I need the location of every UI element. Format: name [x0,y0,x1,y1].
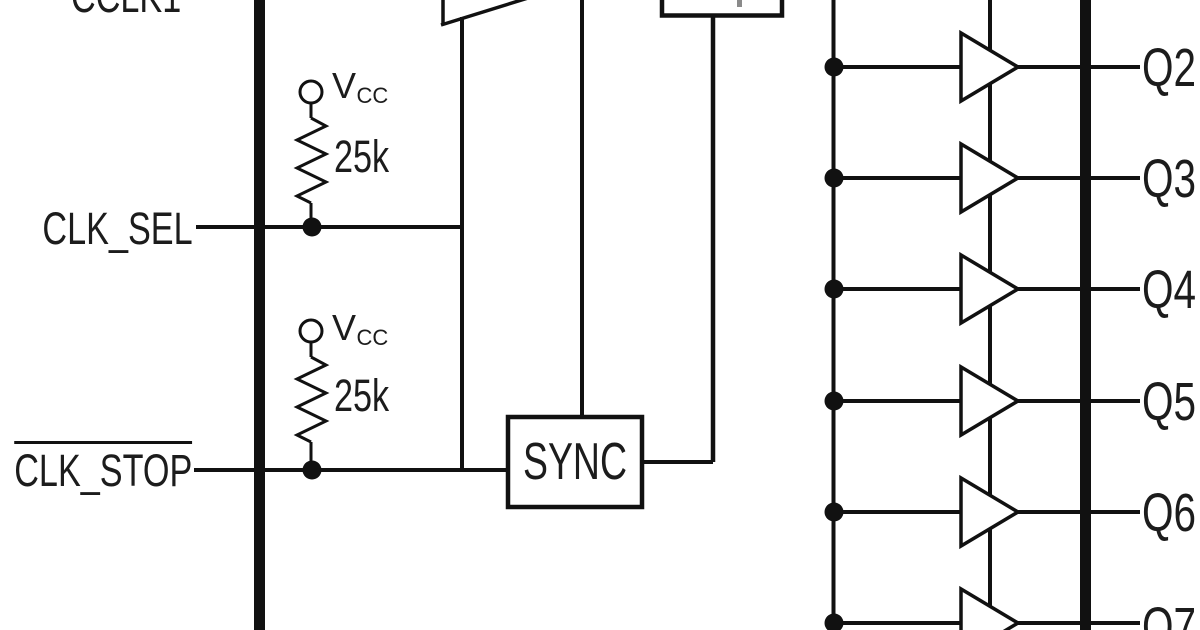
vcc-terminal-icon [298,79,324,105]
vcc-terminal-icon [298,318,324,344]
output-pin-label-q7: Q7 [1142,597,1197,630]
clk-stop-pin-label: CLK_STOP [13,441,192,493]
mux-corner-icon [440,0,528,27]
output-row [824,585,1140,630]
output-row [824,29,1140,105]
chip-right-boundary [1080,0,1091,630]
vcc-label-top: VCC [332,68,388,107]
output-row [824,363,1140,439]
vcc-label-bottom: VCC [332,310,388,349]
buffer-triangle-icon [959,140,1022,216]
vcc-letter: V [332,307,357,348]
top-partial-block [659,0,785,18]
vcc-subscript: CC [356,83,389,108]
output-buffer-rows [824,29,1140,630]
output-row [824,140,1140,216]
cropped-top-signal-label: CCLK1 [71,0,181,19]
resistor-zigzag-icon [293,355,330,444]
resistor-value-top: 25k [334,131,390,182]
junction-dot [302,217,322,237]
sync-block-label: SYNC [522,433,628,491]
buffer-triangle-icon [959,363,1022,439]
sync-block [505,414,645,510]
pullup-resistor-top-icon [293,79,330,224]
top-block-text-stub [737,0,742,7]
junction-dot [302,460,322,480]
buffer-triangle-icon [959,474,1022,550]
output-pin-label-q2: Q2 [1142,38,1197,98]
chip-left-boundary [254,0,265,630]
vcc-letter: V [332,65,357,106]
output-row [824,251,1140,327]
output-pin-label-q4: Q4 [1142,260,1197,320]
buffer-triangle-icon [959,251,1022,327]
output-pin-label-q5: Q5 [1142,372,1197,432]
output-pin-label-q6: Q6 [1142,483,1197,543]
resistor-zigzag-icon [293,116,330,205]
buffer-triangle-icon [959,29,1022,105]
clk-sel-pin-label: CLK_SEL [42,203,193,254]
pullup-resistor-bottom-icon [293,318,330,465]
output-pin-label-q3: Q3 [1142,149,1197,209]
vcc-subscript: CC [356,325,389,350]
buffer-triangle-icon [959,585,1022,630]
resistor-value-bottom: 25k [334,370,390,421]
output-row [824,474,1140,550]
